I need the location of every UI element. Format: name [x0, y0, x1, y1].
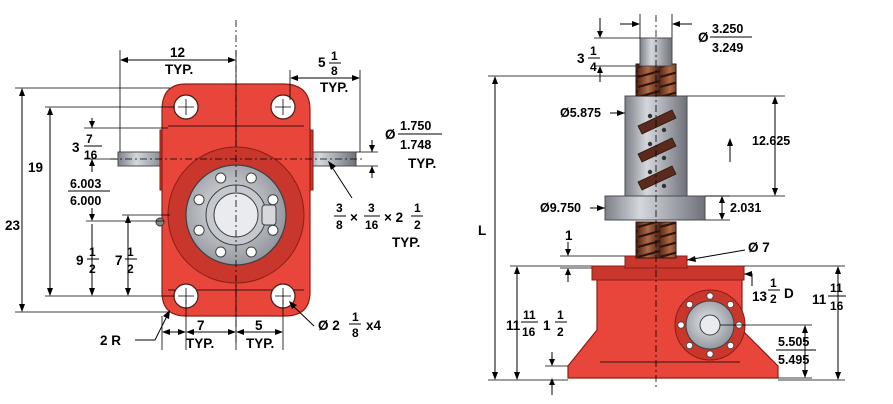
dim-2r: 2 R [100, 333, 121, 348]
dim-left-11-num: 11 [523, 308, 536, 322]
dim-1b-num: 1 [557, 308, 564, 322]
base-foot [567, 277, 779, 379]
side-dim-3-num: 1 [590, 44, 597, 58]
key-x2: × 2 [384, 210, 403, 225]
key-b-num: 3 [368, 201, 375, 215]
flange-bolt-hole [267, 194, 279, 206]
nut-slot [637, 165, 677, 191]
dim-3250: 3.250 [712, 22, 743, 36]
dim-1: 1 [565, 228, 573, 243]
key-c-den: 2 [414, 218, 421, 232]
dim-13-D: D [784, 286, 794, 301]
flange-bolt-hole [267, 224, 279, 236]
dim-bot-5-typ: TYP. [246, 336, 274, 351]
dim-bot-7: 7 [197, 318, 205, 333]
side-flange-bolt-hole [706, 292, 714, 300]
dim-1748: 1.748 [400, 138, 431, 152]
dim-left-11: 11 [506, 318, 521, 333]
dim-5495: 5.495 [778, 353, 809, 367]
hole-frac-den: 8 [352, 326, 359, 340]
dim-2031: 2.031 [730, 201, 761, 215]
key-a-num: 3 [336, 201, 343, 215]
front-view: 12 TYP. 5 1 8 TYP. 19 23 3 7 16 6.003 6.… [5, 20, 442, 351]
dim-right-11-den: 16 [830, 299, 844, 313]
top-dia-sym: Ø [698, 30, 709, 45]
dim-5875: Ø5.875 [560, 106, 601, 120]
nut-slot [637, 109, 677, 135]
dim-right-11: 11 [812, 292, 827, 307]
side-flange-bolt-hole [685, 300, 694, 309]
flange-bolt-hole [245, 172, 257, 184]
shaft-dia-sym: Ø [385, 127, 396, 142]
dim-L: L [478, 223, 486, 238]
dim-12-typ: TYP. [165, 62, 193, 77]
mounting-holes [173, 94, 296, 309]
dim-1b-den: 2 [557, 325, 564, 339]
dim-5-frac-den: 8 [331, 64, 338, 78]
key-a-den: 8 [336, 218, 343, 232]
side-flange-bolt-hole [706, 350, 714, 358]
dim-9: 9 [76, 253, 84, 268]
side-flange-bolt-hole [726, 300, 735, 309]
flange-bolt-hole [193, 224, 205, 236]
dim-12625: 12.625 [752, 134, 790, 148]
dim-3249: 3.249 [712, 41, 743, 55]
nut-flange [604, 195, 706, 221]
dim-6003: 6.003 [70, 177, 101, 191]
hole-qty: x4 [366, 318, 382, 333]
dim-7: 7 [115, 253, 123, 268]
side-flange-bolt-hole [677, 321, 685, 329]
dim-right-11-num: 11 [830, 281, 843, 295]
dim-19: 19 [28, 160, 43, 175]
dim-13-den: 2 [770, 292, 777, 306]
dim-1b: 1 [543, 318, 551, 333]
hole-dia: Ø 2 [318, 318, 340, 333]
side-dim-3: 3 [577, 51, 585, 66]
dim-23: 23 [5, 218, 21, 233]
dim-13: 13 [752, 289, 768, 304]
flange-bolt-hole [245, 246, 257, 258]
key-typ: TYP. [392, 235, 420, 250]
dim-bot-5: 5 [255, 318, 263, 333]
dim-5-frac-num: 1 [331, 49, 338, 63]
hole-frac-num: 1 [352, 310, 359, 324]
dim-5-typ: TYP. [320, 80, 348, 95]
dim-5: 5 [318, 55, 326, 70]
grease-fitting [155, 217, 165, 227]
dim-3-frac-den: 16 [84, 148, 98, 162]
dim-9-frac-num: 1 [89, 245, 96, 259]
flange-bolt-hole [193, 194, 205, 206]
dim-5505: 5.505 [778, 335, 809, 349]
dim-bot-7-typ: TYP. [186, 336, 214, 351]
key-b-den: 16 [365, 218, 379, 232]
dim-6000: 6.000 [70, 194, 101, 208]
dim-9-frac-den: 2 [89, 262, 96, 276]
nut-slot [637, 137, 677, 163]
key-c-num: 1 [414, 201, 421, 215]
side-flange-bolt-hole [685, 341, 694, 350]
side-flange-bolt-hole [726, 341, 735, 350]
dim-1750: 1.750 [400, 119, 431, 133]
side-flange-bolts [677, 292, 743, 358]
side-view: 3 1 4 Ø 3.250 3.249 Ø5.875 12.625 Ø9.750… [478, 14, 846, 395]
dim-7-frac-num: 1 [127, 245, 134, 259]
flange-bolts [193, 172, 279, 258]
nut-slots [637, 109, 677, 191]
flange-bolt-hole [215, 246, 227, 258]
key-x1: × [350, 210, 358, 225]
dim-3-frac-num: 7 [86, 132, 93, 146]
dim-9750: Ø9.750 [540, 201, 581, 215]
flange-bolt-hole [215, 172, 227, 184]
side-dim-3-den: 4 [590, 60, 597, 74]
dim-7-frac-den: 2 [127, 262, 134, 276]
dim-12: 12 [170, 45, 185, 60]
dim-13-num: 1 [770, 276, 777, 290]
dim-3: 3 [72, 140, 80, 155]
shaft-dia-typ: TYP. [408, 156, 436, 171]
dim-left-11-den: 16 [522, 325, 536, 339]
dim-dia7: Ø 7 [748, 240, 770, 255]
